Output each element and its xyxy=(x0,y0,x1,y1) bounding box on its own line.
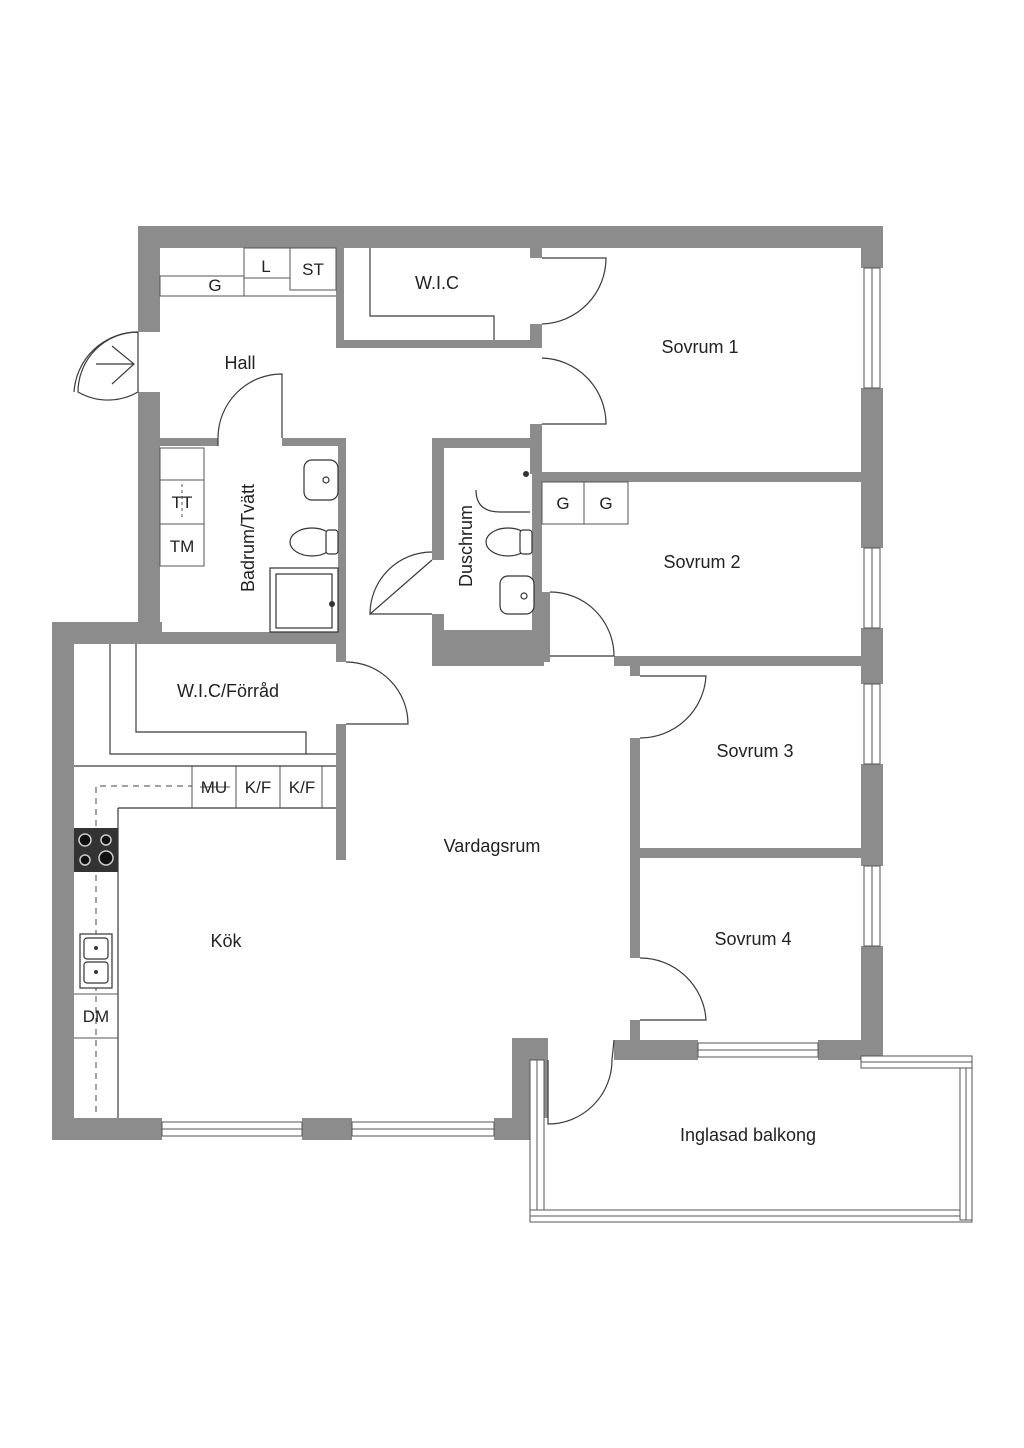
label-badrum: Badrum/Tvätt xyxy=(238,484,258,592)
windows xyxy=(161,267,881,1137)
label-sovrum-3: Sovrum 3 xyxy=(716,741,793,761)
label-l: L xyxy=(261,257,270,276)
balcony xyxy=(529,1055,973,1223)
label-g-2: G xyxy=(599,494,612,513)
shower-head-icon xyxy=(475,471,530,513)
entry-arrow-icon xyxy=(111,345,135,385)
kitchen-sink-icon xyxy=(79,933,113,989)
interior-walls xyxy=(160,248,863,1060)
label-tt: TT xyxy=(172,493,193,512)
label-hall: Hall xyxy=(224,353,255,373)
toilet-icon xyxy=(289,527,339,557)
shower-icon xyxy=(269,567,339,633)
duschrum-toilet-icon xyxy=(485,527,533,557)
duschrum-washbasin-icon xyxy=(499,575,535,615)
cooktop-icon xyxy=(74,828,118,872)
fixture-labels: G L ST TT TM G G MU K/F K/F DM xyxy=(83,257,613,1026)
label-sovrum-4: Sovrum 4 xyxy=(714,929,791,949)
label-kok: Kök xyxy=(210,931,242,951)
room-labels: Hall W.I.C Sovrum 1 Sovrum 2 Sovrum 3 So… xyxy=(177,273,816,1145)
label-kf-1: K/F xyxy=(245,778,271,797)
label-g-hall: G xyxy=(208,276,221,295)
washbasin-icon xyxy=(303,459,339,501)
label-tm: TM xyxy=(170,537,195,556)
label-sovrum-2: Sovrum 2 xyxy=(663,552,740,572)
doors xyxy=(73,257,707,1125)
appliances xyxy=(74,459,535,989)
label-g-1: G xyxy=(556,494,569,513)
label-sovrum-1: Sovrum 1 xyxy=(661,337,738,357)
label-st: ST xyxy=(302,260,324,279)
label-balkong: Inglasad balkong xyxy=(680,1125,816,1145)
label-dm: DM xyxy=(83,1007,109,1026)
label-mu: MU xyxy=(201,778,227,797)
label-vardagsrum: Vardagsrum xyxy=(444,836,541,856)
label-wic: W.I.C xyxy=(415,273,459,293)
label-kf-2: K/F xyxy=(289,778,315,797)
entrance-door xyxy=(73,331,139,401)
built-ins xyxy=(74,247,629,1118)
label-wic-forrad: W.I.C/Förråd xyxy=(177,681,279,701)
label-duschrum: Duschrum xyxy=(456,505,476,587)
